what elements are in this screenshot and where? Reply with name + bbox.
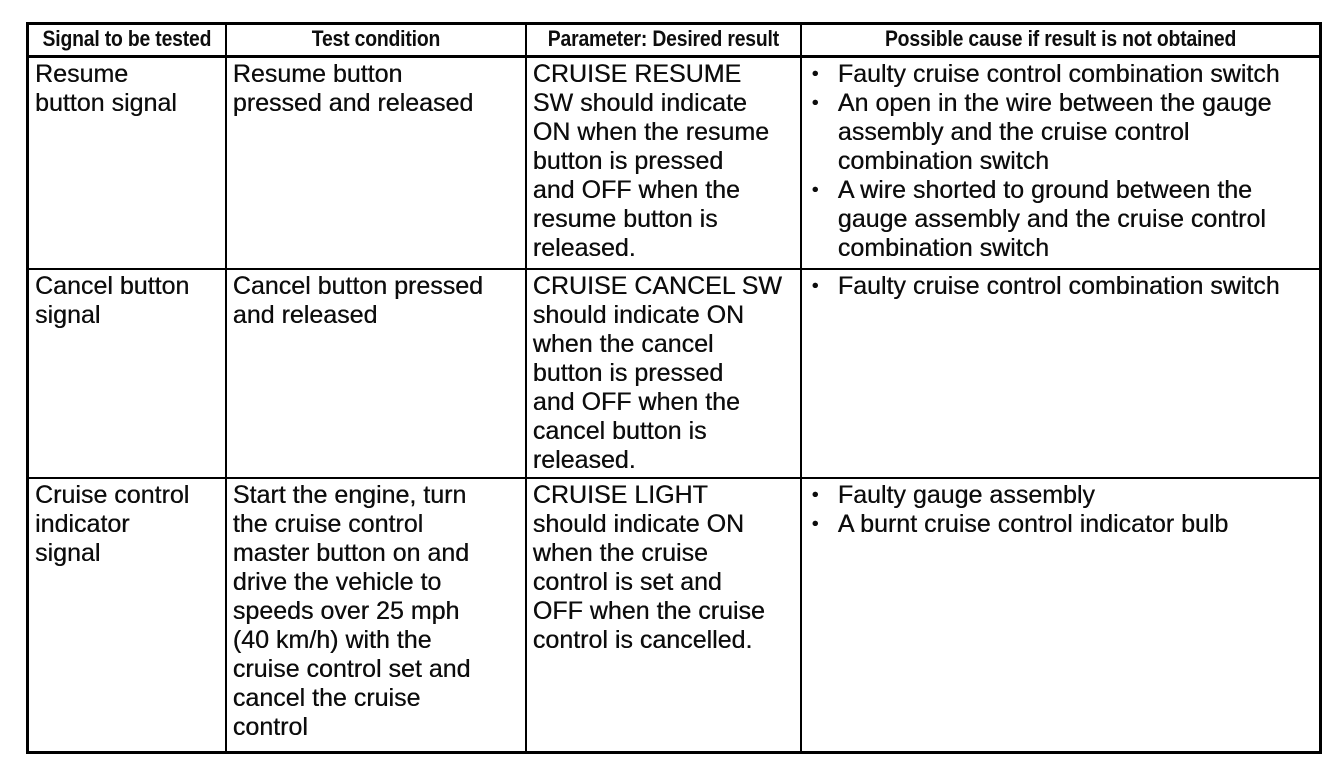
- bullet-icon: •: [811, 275, 819, 297]
- table-row-cruise-indicator: Cruise control indicator signal Start th…: [26, 476, 1322, 754]
- table-row-resume-button: Resume button signal Resume button press…: [26, 55, 1322, 270]
- cause-text: Faulty cruise control combination switch: [837, 60, 1280, 88]
- cell-desired-result: CRUISE LIGHT should indicate ON when the…: [524, 476, 802, 754]
- cell-signal: Resume button signal: [26, 55, 227, 270]
- signal-text: Resume button signal: [35, 60, 177, 117]
- cell-signal: Cruise control indicator signal: [26, 476, 227, 754]
- col-header-cause: Possible cause if result is not obtained: [799, 22, 1322, 58]
- result-text: CRUISE RESUME SW should indicate ON when…: [532, 60, 770, 262]
- cause-text: Faulty gauge assembly: [837, 480, 1095, 509]
- condition-text: Cancel button pressed and released: [232, 271, 483, 329]
- cause-item: • An open in the wire between the gauge …: [808, 89, 1316, 176]
- col-header-condition: Test condition: [224, 22, 527, 58]
- cell-desired-result: CRUISE CANCEL SW should indicate ON when…: [524, 267, 802, 479]
- condition-text: Resume button pressed and released: [232, 60, 474, 117]
- cause-item: • Faulty gauge assembly: [808, 481, 1316, 510]
- cell-test-condition: Cancel button pressed and released: [224, 267, 527, 479]
- condition-text: Start the engine, turn the cruise contro…: [232, 480, 471, 741]
- bullet-icon: •: [811, 180, 819, 201]
- cause-text: A wire shorted to ground between the gau…: [837, 176, 1266, 262]
- bullet-icon: •: [811, 64, 819, 85]
- col-header-cause-label: Possible cause if result is not obtained: [884, 26, 1237, 51]
- col-header-condition-label: Test condition: [311, 26, 441, 51]
- bullet-icon: •: [811, 93, 819, 114]
- cause-text: An open in the wire between the gauge as…: [837, 89, 1272, 175]
- cause-text: Faulty cruise control combination switch: [837, 271, 1280, 300]
- cell-signal: Cancel button signal: [26, 267, 227, 479]
- result-text: CRUISE LIGHT should indicate ON when the…: [532, 480, 765, 654]
- bullet-icon: •: [811, 513, 819, 535]
- cell-possible-causes: • Faulty cruise control combination swit…: [799, 55, 1322, 270]
- col-header-result: Parameter: Desired result: [524, 22, 802, 58]
- col-header-result-label: Parameter: Desired result: [547, 26, 779, 51]
- cause-item: • Faulty cruise control combination swit…: [808, 272, 1316, 301]
- bullet-icon: •: [811, 484, 819, 506]
- result-text: CRUISE CANCEL SW should indicate ON when…: [532, 271, 782, 474]
- signal-text: Cruise control indicator signal: [35, 480, 190, 567]
- cause-item: • A burnt cruise control indicator bulb: [808, 510, 1316, 539]
- cause-item: • Faulty cruise control combination swit…: [808, 60, 1316, 89]
- cause-text: A burnt cruise control indicator bulb: [837, 509, 1229, 538]
- cell-possible-causes: • Faulty cruise control combination swit…: [799, 267, 1322, 479]
- header-row: Signal to be tested Test condition Param…: [26, 22, 1322, 58]
- table-row-cancel-button: Cancel button signal Cancel button press…: [26, 267, 1322, 479]
- cell-desired-result: CRUISE RESUME SW should indicate ON when…: [524, 55, 802, 270]
- troubleshooting-table: Signal to be tested Test condition Param…: [26, 22, 1323, 754]
- cell-test-condition: Resume button pressed and released: [224, 55, 527, 270]
- col-header-signal: Signal to be tested: [26, 22, 227, 58]
- cell-possible-causes: • Faulty gauge assembly • A burnt cruise…: [799, 476, 1322, 754]
- cell-test-condition: Start the engine, turn the cruise contro…: [224, 476, 527, 754]
- signal-text: Cancel button signal: [35, 271, 190, 329]
- cause-item: • A wire shorted to ground between the g…: [808, 176, 1316, 263]
- col-header-signal-label: Signal to be tested: [42, 26, 212, 51]
